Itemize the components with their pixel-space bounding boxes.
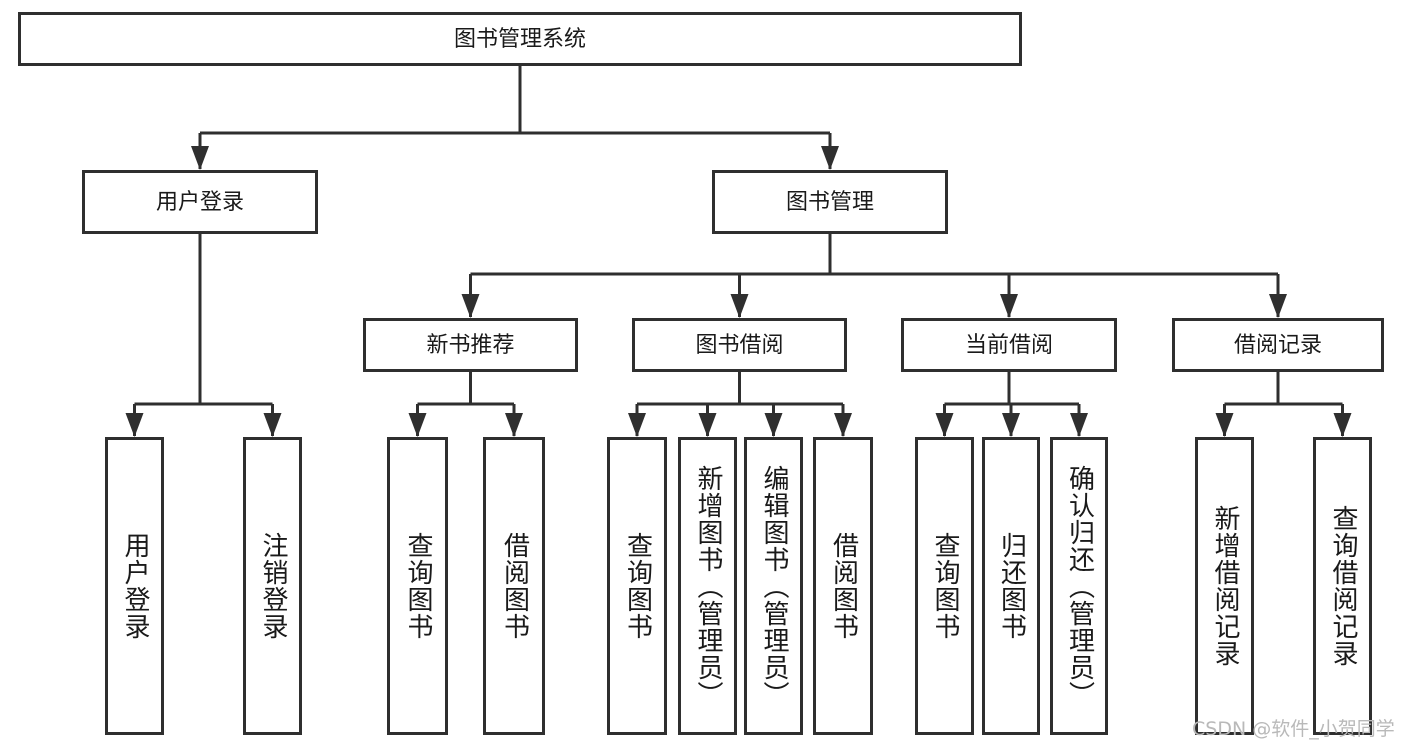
- leaf-arrow-2-3: [834, 413, 852, 437]
- leaf-node-box-5[interactable]: [678, 437, 737, 735]
- level2-node-label-0: 用户登录: [156, 190, 244, 215]
- leaf-arrow-0-1: [263, 413, 282, 437]
- level2-node-box-0[interactable]: [82, 170, 318, 234]
- level2-arrow-1: [821, 146, 839, 170]
- leaf-arrow-2-0: [628, 413, 646, 437]
- leaf-arrow-0-0: [125, 413, 144, 437]
- level3-node-label-1: 图书借阅: [695, 333, 783, 358]
- leaf-arrow-3-2: [1070, 413, 1088, 437]
- leaf-node-box-0[interactable]: [105, 437, 164, 735]
- level3-node-label-3: 借阅记录: [1234, 333, 1322, 358]
- level3-arrow-3: [1269, 294, 1287, 318]
- level3-node-box-0[interactable]: [363, 318, 578, 372]
- level3-node-box-2[interactable]: [901, 318, 1117, 372]
- level3-arrow-1: [730, 294, 749, 318]
- root-node-label: 图书管理系统: [454, 27, 586, 52]
- leaf-arrow-4-1: [1333, 413, 1352, 437]
- leaf-node-box-1[interactable]: [243, 437, 302, 735]
- level2-node-box-1[interactable]: [712, 170, 948, 234]
- level2-node-label-1: 图书管理: [786, 190, 874, 215]
- leaf-node-box-11[interactable]: [1195, 437, 1254, 735]
- level3-node-label-0: 新书推荐: [426, 333, 514, 358]
- leaf-arrow-4-0: [1215, 413, 1234, 437]
- connector-lines: [125, 66, 1352, 437]
- csdn-watermark: CSDN @软件_小贺同学: [1192, 718, 1395, 740]
- leaf-node-box-4[interactable]: [607, 437, 667, 735]
- leaf-arrow-2-2: [764, 413, 783, 437]
- leaf-node-box-9[interactable]: [982, 437, 1040, 735]
- leaf-arrow-2-1: [698, 413, 717, 437]
- level2-arrow-0: [191, 146, 209, 170]
- leaf-arrow-1-1: [505, 413, 523, 437]
- leaf-node-box-2[interactable]: [387, 437, 448, 735]
- level3-node-box-1[interactable]: [632, 318, 847, 372]
- leaf-node-box-7[interactable]: [813, 437, 873, 735]
- leaf-arrow-3-1: [1002, 413, 1020, 437]
- leaf-node-box-6[interactable]: [744, 437, 803, 735]
- root-node-box[interactable]: [18, 12, 1022, 66]
- level3-node-box-3[interactable]: [1172, 318, 1384, 372]
- node-boxes: [18, 12, 1384, 735]
- leaf-node-box-8[interactable]: [915, 437, 974, 735]
- leaf-node-box-3[interactable]: [483, 437, 545, 735]
- level3-arrow-2: [1000, 294, 1018, 318]
- level3-arrow-0: [461, 294, 480, 318]
- level3-node-label-2: 当前借阅: [965, 333, 1053, 358]
- leaf-arrow-1-0: [408, 413, 427, 437]
- leaf-arrow-3-0: [935, 413, 954, 437]
- leaf-node-box-12[interactable]: [1313, 437, 1372, 735]
- leaf-node-box-10[interactable]: [1050, 437, 1108, 735]
